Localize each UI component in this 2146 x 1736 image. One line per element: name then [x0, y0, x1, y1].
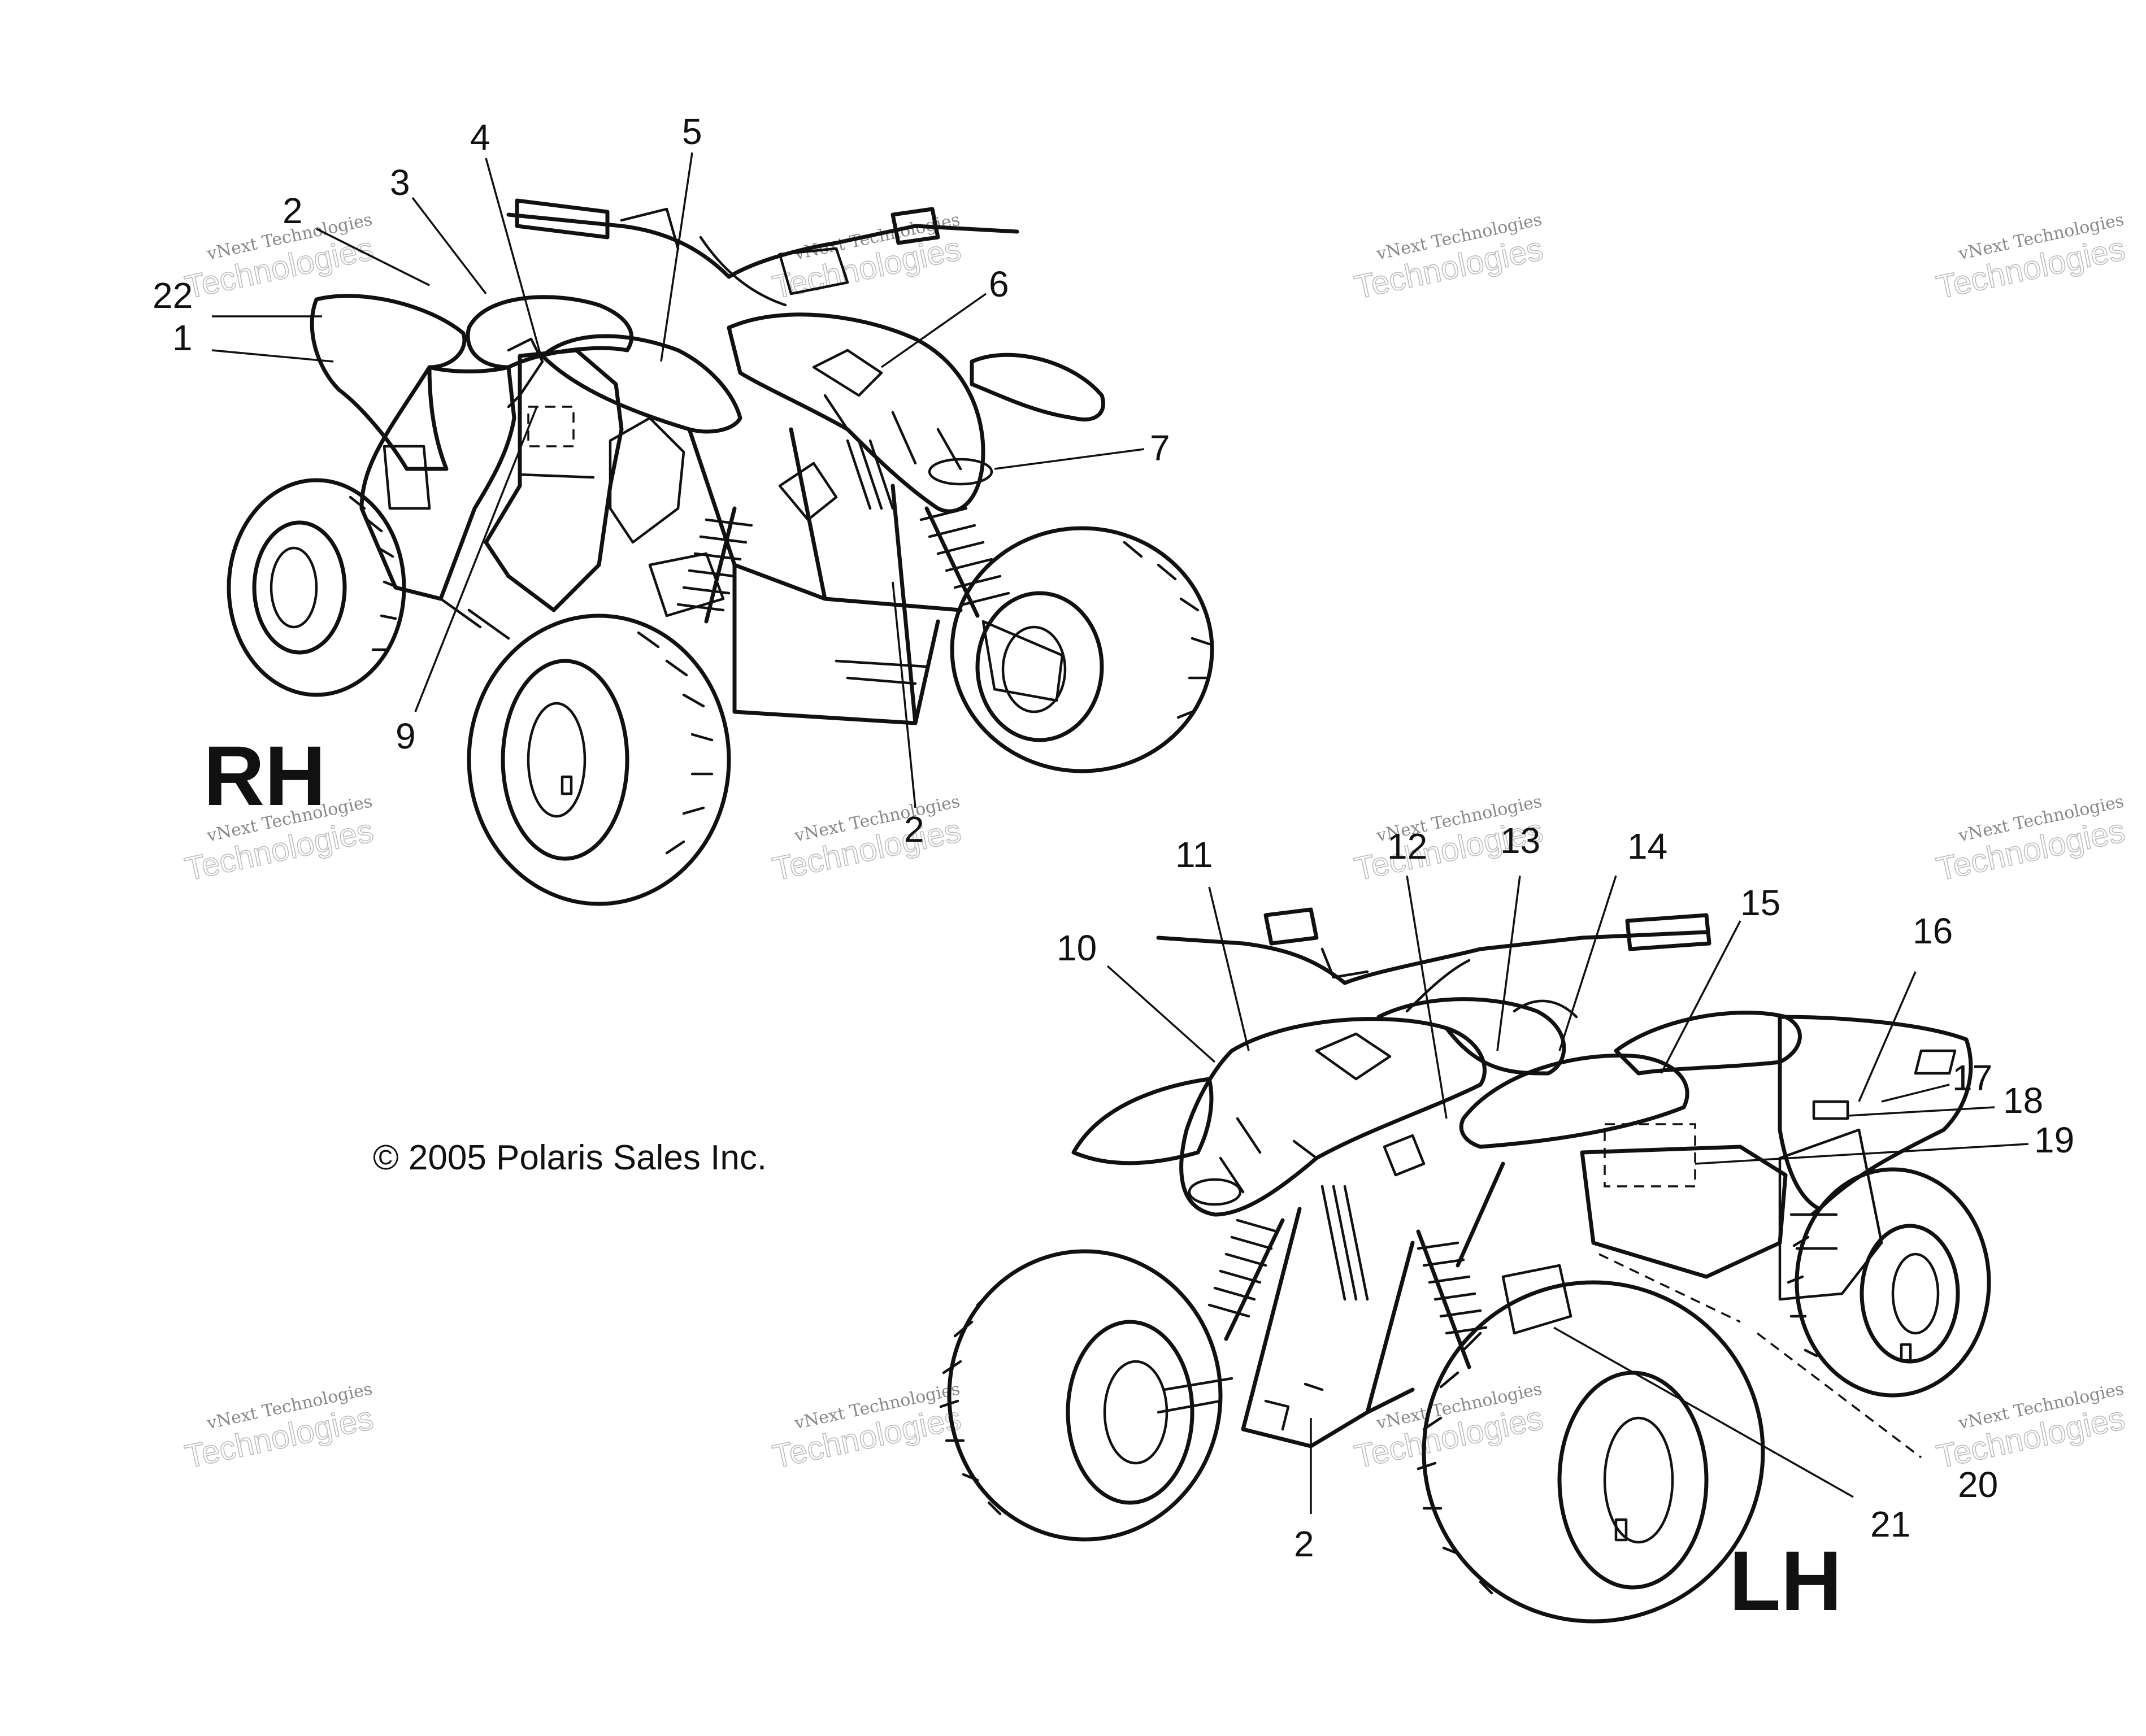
callout-3: 3: [390, 162, 410, 203]
callout-12: 12: [1387, 826, 1427, 867]
lh-right-shock: [1416, 1229, 1488, 1369]
lh-right-fender: [1459, 1053, 1689, 1149]
rh-front-fender: [540, 334, 742, 434]
callout-9: 9: [396, 716, 416, 756]
rh-frame: [687, 427, 963, 725]
callout-2-top: 2: [283, 190, 303, 231]
lh-seat: [1614, 1011, 1802, 1076]
rh-decal-box: [527, 406, 575, 447]
rh-side-panel: [359, 365, 516, 601]
rh-rear-fender: [310, 294, 467, 471]
callout-1: 1: [172, 317, 193, 358]
callout-17: 17: [1952, 1058, 1992, 1098]
lh-side-panel: [1580, 1145, 1788, 1279]
lh-rear-wheel: [1787, 1167, 1991, 1398]
callout-4: 4: [470, 117, 490, 158]
side-label-lh: LH: [1729, 1533, 1842, 1628]
callout-labels: 22 1 2 3 4 5 6 7 9 2 10 11 12 13 14 15 1…: [153, 111, 2074, 1564]
callout-7: 7: [1150, 428, 1170, 468]
watermark: vNext Technologies Technologies: [181, 210, 377, 306]
rh-left-shock: [676, 506, 753, 624]
watermark: vNext Technologies Technologies: [1933, 210, 2128, 306]
callout-5: 5: [682, 111, 702, 152]
rh-nose: [727, 312, 985, 514]
leader-lines: [211, 152, 2029, 1514]
callout-2-mid: 2: [904, 809, 924, 850]
callout-14: 14: [1627, 826, 1667, 867]
callout-2-bottom: 2: [1294, 1524, 1314, 1564]
lh-left-shock: [1207, 1218, 1285, 1341]
copyright-text: © 2005 Polaris Sales Inc.: [373, 1138, 767, 1177]
lh-nose: [1179, 1017, 1487, 1217]
atv-rh-drawing: [227, 198, 1214, 906]
lh-handlebar: [1156, 930, 1709, 985]
rh-seat: [466, 295, 634, 369]
lh-left-fender: [1071, 1077, 1214, 1165]
rh-body-panel: [484, 348, 624, 612]
watermark: vNext Technologies Technologies: [1351, 1379, 1546, 1476]
side-label-rh: RH: [203, 728, 326, 823]
callout-16: 16: [1913, 911, 1953, 951]
watermark: vNext Technologies Technologies: [769, 210, 965, 306]
callout-20: 20: [1958, 1464, 1998, 1505]
callout-21: 21: [1870, 1504, 1910, 1544]
atv-lh-drawing: [939, 907, 1991, 1624]
lh-front-left-wheel: [939, 1249, 1223, 1542]
callout-15: 15: [1740, 882, 1780, 923]
rh-right-shock: [919, 506, 1010, 618]
callout-13: 13: [1500, 820, 1540, 861]
rh-front-wheel: [467, 614, 731, 906]
lh-tank: [1376, 997, 1566, 1076]
rh-rear-wheel: [227, 478, 406, 697]
watermark: vNext Technologies Technologies: [769, 1379, 965, 1476]
lh-decal-box: [1604, 1123, 1696, 1187]
lh-decal-small: [1812, 1100, 1849, 1120]
callout-11: 11: [1175, 834, 1213, 875]
callout-19: 19: [2034, 1120, 2074, 1160]
rh-far-wheel: [950, 526, 1214, 773]
callout-22: 22: [153, 275, 193, 316]
watermark: vNext Technologies Technologies: [1351, 210, 1546, 306]
watermark: vNext Technologies Technologies: [1933, 791, 2128, 888]
watermark-group: vNext Technologies Technologies vNext Te…: [181, 210, 2128, 1476]
watermark: vNext Technologies Technologies: [1933, 1379, 2128, 1476]
lh-front-right-wheel: [1417, 1280, 1765, 1624]
callout-18: 18: [2003, 1080, 2043, 1121]
watermark: vNext Technologies Technologies: [769, 791, 965, 888]
watermark: vNext Technologies Technologies: [181, 1379, 377, 1476]
callout-10: 10: [1057, 928, 1097, 968]
lh-rear-fender: [1778, 1015, 1973, 1211]
callout-6: 6: [989, 264, 1009, 304]
